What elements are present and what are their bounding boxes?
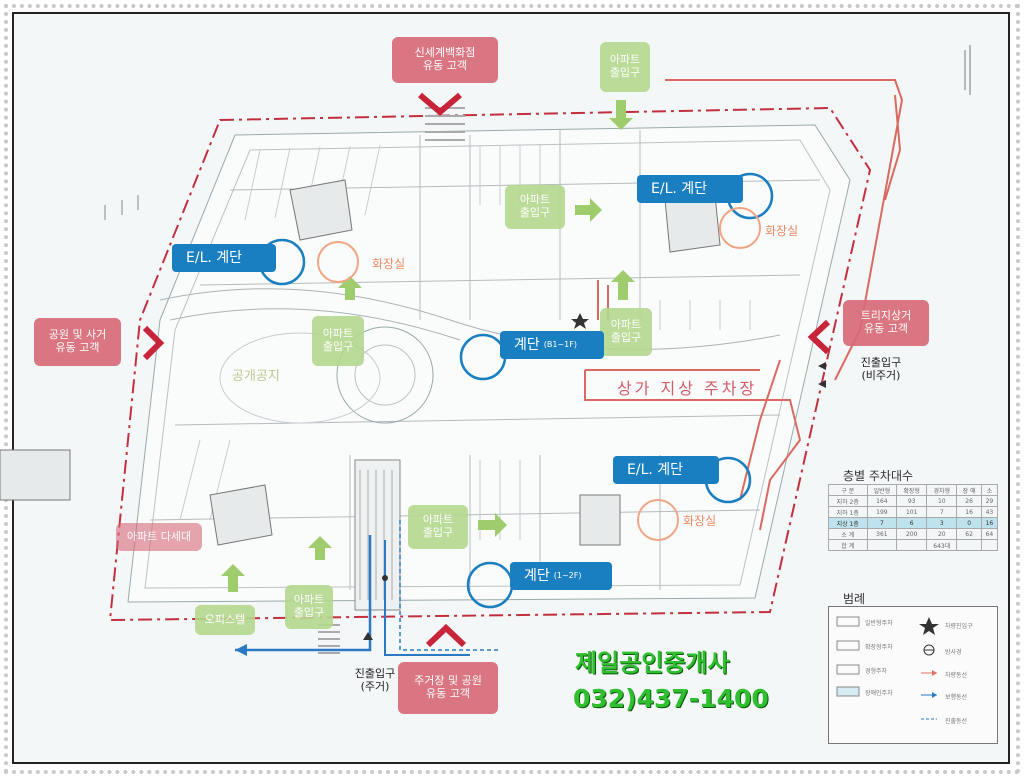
legend-item: 보행동선 (945, 694, 968, 701)
legend-item: 진출동선 (945, 718, 968, 725)
legend-item: 차량진입구 (945, 623, 973, 630)
surface-parking-label: 상가 지상 주차장 (617, 379, 758, 398)
entrance-tag-right: 트리지상거 유동 고객 (843, 300, 929, 346)
restroom-label: 화장실 (765, 224, 799, 238)
entry-label-non-residential: 진출입구 (비주거) (860, 356, 902, 383)
chevron-top (418, 92, 462, 116)
site-boundary (108, 106, 872, 622)
chevron-right (807, 319, 831, 355)
legend-item: 장애인주차 (865, 690, 893, 697)
legend-box: 일반형주차 확장형주차 경형주차 장애인주차 차량진입구 방사경 차량동선 보행… (828, 606, 998, 744)
public-open-space-label: 공개공지 (232, 369, 280, 384)
residential-tag: 아파트 다세대 (116, 523, 202, 551)
apartment-entrance-tag: 아파트 출입구 (600, 42, 650, 92)
entry-label-residential: 진출입구 (주거) (354, 667, 396, 694)
restroom-label: 화장실 (372, 257, 406, 271)
photo-frame (4, 4, 1020, 774)
entrance-tag-bottom: 주거장 및 공원 유동 고객 (398, 662, 498, 714)
apartment-entrance-tag: 아파트 출입구 (285, 585, 333, 629)
stairs-label: 계단(1~2F) (510, 562, 612, 590)
entrance-tag-left: 공원 및 사거 유동 고객 (34, 318, 121, 366)
legend-item: 방사경 (945, 649, 962, 656)
agency-phone: 032)437-1400 (573, 684, 769, 713)
apartment-entrance-tag: 아파트 출입구 (505, 185, 565, 229)
legend-item: 일반형주차 (865, 620, 893, 627)
elevator-stairs-label: E/L. 계단 (613, 456, 719, 484)
green-arrows (221, 100, 635, 592)
officetel-tag: 오피스텔 (195, 605, 255, 635)
building-cores (0, 179, 721, 546)
agency-name: 제일공인중개사 (575, 649, 730, 677)
chevron-bottom (425, 623, 467, 648)
elevator-stairs-label: E/L. 계단 (172, 244, 276, 272)
apartment-entrance-tag: 아파트 출입구 (312, 316, 364, 366)
restroom-label: 화장실 (683, 514, 717, 528)
parking-table-title: 층별 주차대수 (843, 469, 914, 483)
legend-title: 범례 (843, 592, 866, 606)
apartment-entrance-tag: 아파트 출입구 (600, 308, 652, 356)
apartment-entrance-tag: 아파트 출입구 (408, 505, 468, 549)
legend-item: 경형주차 (865, 668, 888, 675)
chevron-left (142, 325, 165, 361)
pedestrian-route (235, 535, 372, 652)
legend-item: 차량동선 (945, 672, 968, 679)
elevator-stairs-label: E/L. 계단 (637, 175, 743, 203)
plaza-circle (336, 326, 434, 424)
legend-item: 확장형주차 (865, 644, 893, 651)
vehicle-route (665, 79, 904, 381)
legend-symbols (836, 616, 939, 720)
restroom-circles (317, 207, 761, 541)
stairs-label: 계단(B1~1F) (500, 331, 604, 359)
ramp (354, 459, 401, 611)
entrance-tag-top: 신세계백화점 유동 고객 (392, 37, 498, 83)
